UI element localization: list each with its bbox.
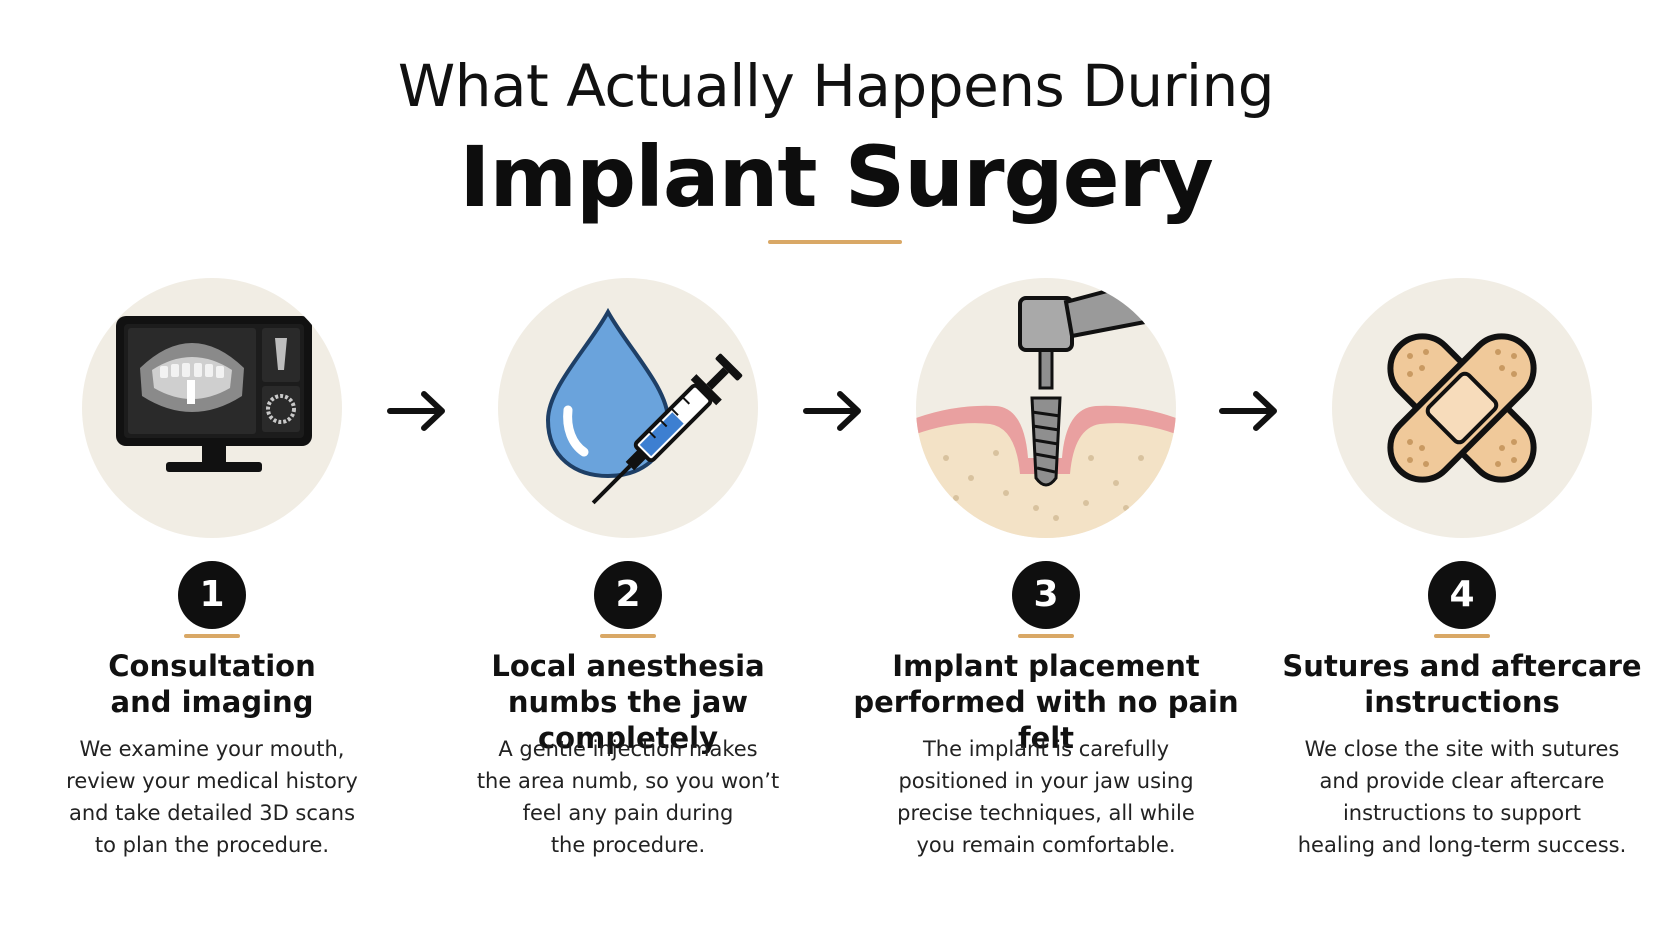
step-4-description: We close the site with sutures and provi… [1297, 737, 1627, 857]
arrow-right-icon [387, 391, 445, 431]
step-3-number: 3 [1012, 561, 1080, 629]
implant-drill-icon [916, 278, 1176, 538]
step-4-number: 4 [1428, 561, 1496, 629]
step-4-number-underline [1434, 634, 1490, 638]
step-1-illustration [82, 278, 342, 538]
title-underline [768, 240, 902, 244]
drop-syringe-icon [545, 307, 743, 505]
arrow-right-icon [1219, 391, 1277, 431]
step-4-heading: Sutures and aftercare instructions [1282, 649, 1642, 719]
step-1-number: 1 [178, 561, 246, 629]
step-4-illustration [1332, 278, 1592, 538]
step-3-heading: Implant placement performed with no pain… [853, 649, 1239, 755]
title-line-2: Implant Surgery [459, 128, 1214, 226]
step-3-number-underline [1018, 634, 1074, 638]
step-2-description: A gentle injection makes the area numb, … [476, 737, 780, 857]
step-1-heading: Consultation and imaging [108, 649, 316, 719]
arrow-right-icon [803, 391, 861, 431]
step-2-illustration [498, 278, 758, 538]
step-2-number: 2 [594, 561, 662, 629]
step-2-heading: Local anesthesia numbs the jaw completel… [491, 649, 765, 755]
step-3-illustration [916, 278, 1176, 538]
bandage-icon [1387, 333, 1537, 483]
step-1-description: We examine your mouth, review your medic… [66, 737, 358, 857]
step-2-number-underline [600, 634, 656, 638]
monitor-xray-icon [116, 316, 312, 472]
step-1-number-underline [184, 634, 240, 638]
step-3-description: The implant is carefully positioned in y… [897, 737, 1195, 857]
title-line-1: What Actually Happens During [397, 52, 1275, 120]
